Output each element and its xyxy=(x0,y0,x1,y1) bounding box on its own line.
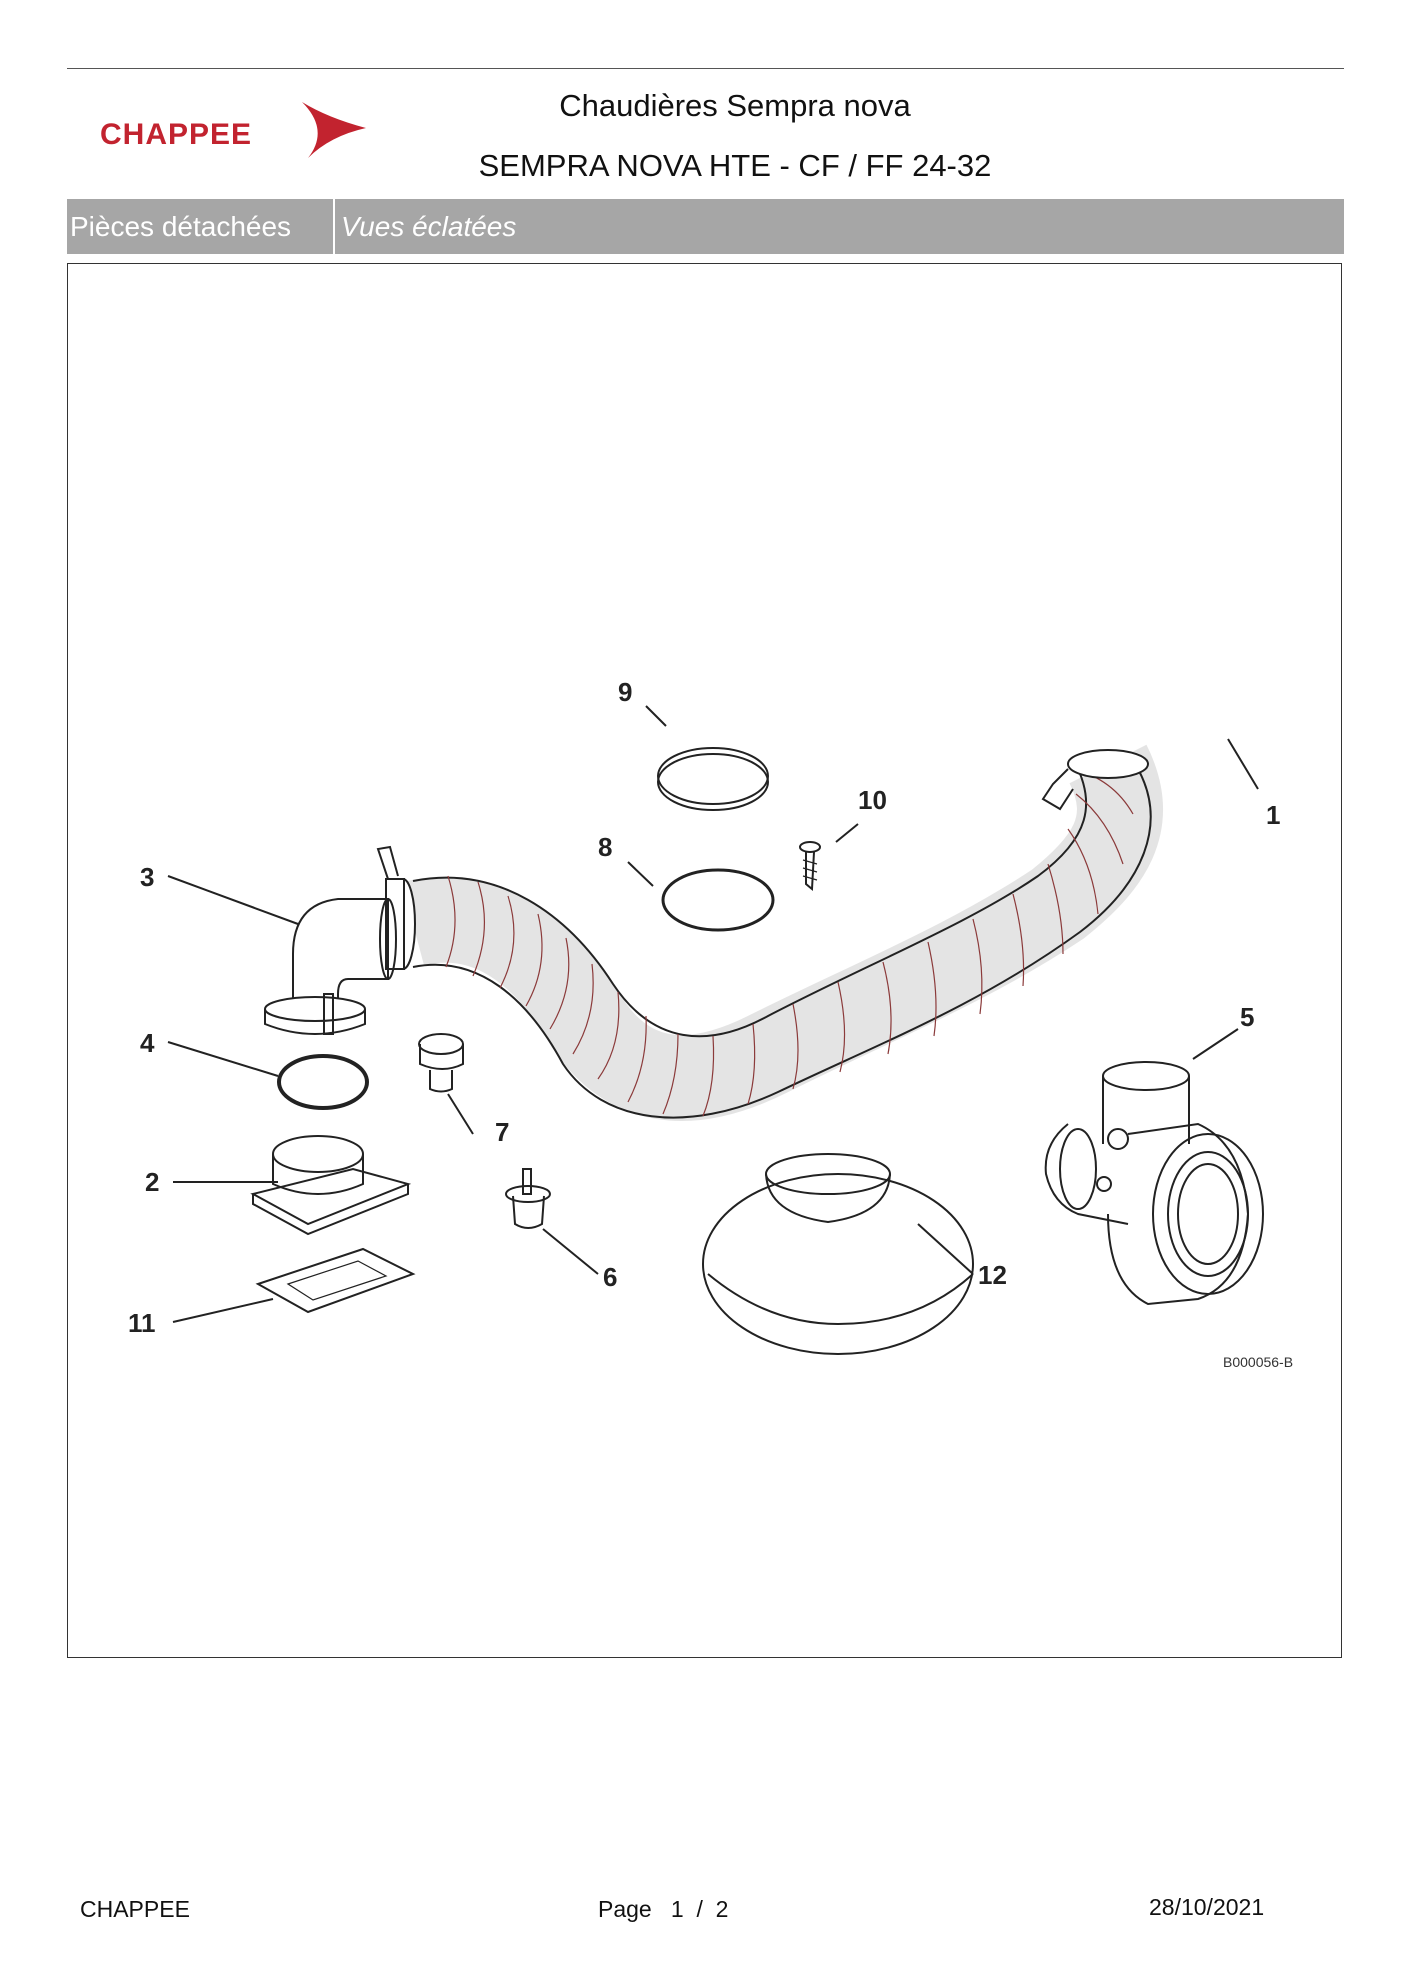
o-ring-part xyxy=(277,1054,369,1110)
callout-9: 9 xyxy=(618,677,632,707)
callout-12: 12 xyxy=(978,1260,1007,1290)
screw-part xyxy=(799,841,821,892)
diagram-reference: B000056-B xyxy=(1223,1354,1293,1370)
adapter-part xyxy=(1044,1061,1264,1306)
callout-5: 5 xyxy=(1240,1002,1254,1032)
footer-page-separator: / xyxy=(696,1896,703,1922)
exploded-view-frame: 1 2 3 4 5 6 7 8 9 10 11 12 B000056-B xyxy=(67,263,1342,1658)
top-rule xyxy=(67,68,1344,69)
rosette-part xyxy=(702,1153,974,1355)
plug-part xyxy=(418,1033,464,1093)
brand-logo-text: CHAPPEE xyxy=(100,118,253,151)
flexible-hose-part xyxy=(376,744,1163,1121)
footer-pagination: Page 1 / 2 xyxy=(598,1896,728,1923)
callout-1: 1 xyxy=(1266,800,1280,830)
exploded-view-diagram: 1 2 3 4 5 6 7 8 9 10 11 12 B000056-B xyxy=(128,677,1293,1370)
callout-11: 11 xyxy=(128,1308,156,1338)
callout-10: 10 xyxy=(858,785,887,815)
callout-8: 8 xyxy=(598,832,612,862)
callout-2: 2 xyxy=(145,1167,159,1197)
brand-swoosh-icon xyxy=(302,102,366,158)
footer-page-current: 1 xyxy=(670,1896,684,1922)
tab-exploded-views[interactable]: Vues éclatées xyxy=(341,211,517,242)
footer-page-label: Page xyxy=(598,1896,652,1922)
section-bar: Pièces détachées Vues éclatées xyxy=(67,199,1344,254)
tab-parts[interactable]: Pièces détachées xyxy=(67,199,335,254)
page-subtitle: SEMPRA NOVA HTE - CF / FF 24-32 xyxy=(478,148,992,183)
ring-large-part xyxy=(657,747,769,811)
callout-4: 4 xyxy=(140,1028,155,1058)
elbow-part xyxy=(264,898,397,1035)
page-title: Chaudières Sempra nova xyxy=(559,88,911,123)
footer-company: CHAPPEE xyxy=(80,1896,190,1922)
callout-3: 3 xyxy=(140,862,154,892)
callout-6: 6 xyxy=(603,1262,617,1292)
flange-part xyxy=(250,1135,412,1236)
footer-date: 28/10/2021 xyxy=(1149,1894,1265,1920)
brand-logo: CHAPPEE xyxy=(100,100,370,170)
ring-small-part xyxy=(661,868,775,932)
footer-page-total: 2 xyxy=(715,1896,729,1922)
callout-7: 7 xyxy=(495,1117,509,1147)
gasket-part xyxy=(255,1247,416,1314)
insert-part xyxy=(505,1168,551,1229)
